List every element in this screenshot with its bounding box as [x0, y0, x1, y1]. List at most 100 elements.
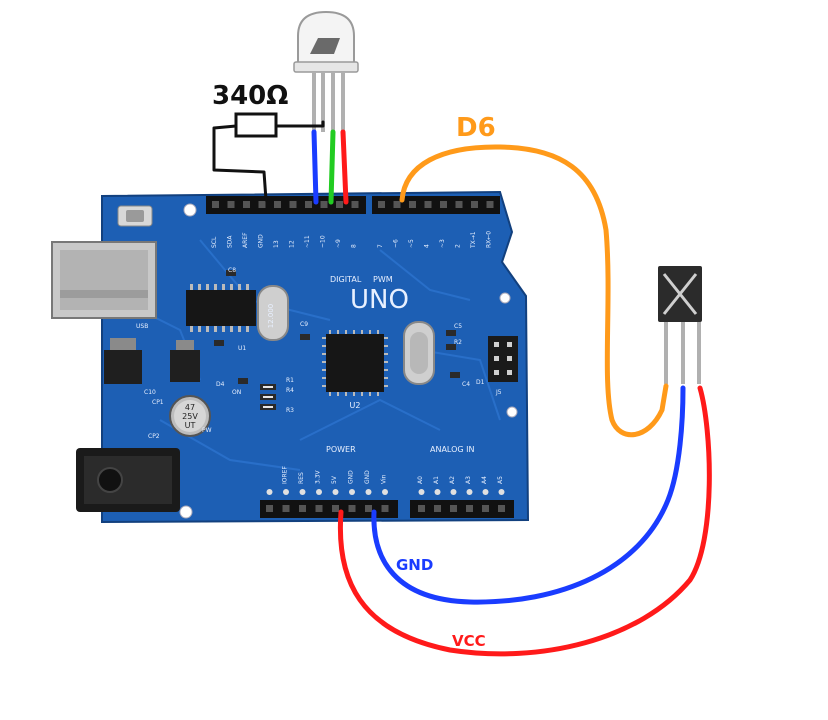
- component-ref-label: C4: [462, 381, 470, 388]
- digital-pin-label: ~3: [439, 239, 446, 248]
- power-header: [260, 500, 398, 518]
- header-pin: [409, 201, 416, 208]
- pwm-section-label: PWM: [373, 275, 393, 284]
- dc-power-jack: [76, 448, 180, 512]
- component-ref-label: USB: [136, 323, 148, 330]
- analog-header: [410, 500, 514, 518]
- crystal-oscillator: 12.000: [257, 285, 289, 341]
- power-pin-label: RES: [298, 472, 305, 484]
- digital-pin-label: 7: [377, 244, 384, 248]
- green-led-wire: [328, 129, 336, 205]
- voltage-regulator: [104, 350, 142, 384]
- blue-ground-wire: [371, 385, 686, 605]
- component-ref-label: R3: [286, 407, 294, 414]
- digital-header: [206, 196, 500, 214]
- electrolytic-capacitor: 47 25V UT: [169, 395, 211, 437]
- resistor: [212, 112, 325, 202]
- digital-pin-label: 13: [273, 240, 280, 248]
- component-ref-label: D4: [216, 381, 225, 388]
- arduino-uno-board: 12.000 U2 47 25V UT: [51, 190, 530, 524]
- analog-section-label: ANALOG IN: [430, 445, 475, 454]
- cap-text-1: 47: [185, 403, 195, 412]
- power-pin-label: 5V: [331, 475, 338, 484]
- power-header-pin: [365, 505, 372, 512]
- digital-pin-label: ~9: [335, 239, 342, 248]
- mcu-label: U2: [350, 401, 361, 410]
- digital-pin-label: TX→1: [470, 231, 477, 249]
- header-pin: [351, 201, 359, 208]
- analog-pin-label: A3: [465, 476, 472, 484]
- orange-signal-wire: [399, 144, 669, 438]
- power-pin-label: 3.3V: [315, 469, 322, 484]
- digital-pin-label: ~5: [408, 239, 415, 248]
- power-pin-label: Vin: [381, 474, 388, 484]
- header-pin: [320, 201, 328, 208]
- usb-connector: [51, 241, 157, 319]
- analog-header-pin: [482, 505, 489, 512]
- digital-pin-label: 12: [289, 240, 296, 248]
- digital-pin-label: SCL: [211, 236, 218, 248]
- digital-pin-label: AREF: [242, 232, 249, 248]
- header-pin: [336, 201, 343, 208]
- resistor-label: 340Ω: [212, 81, 288, 111]
- component-ref-label: R4: [286, 387, 294, 394]
- power-pin-label: GND: [348, 470, 355, 484]
- component-ref-label: PW: [202, 427, 212, 434]
- header-pin: [274, 201, 281, 208]
- analog-pin-label: A0: [417, 476, 424, 484]
- voltage-regulator-2: [170, 350, 200, 382]
- component-ref-label: D1: [476, 379, 485, 386]
- header-pin: [455, 201, 463, 208]
- digital-pin-label: ~6: [393, 239, 400, 248]
- analog-pin-label: A1: [433, 476, 440, 484]
- digital-pin-label: 2: [455, 244, 462, 248]
- component-ref-label: C8: [228, 267, 236, 274]
- component-ref-label: R1: [286, 377, 294, 384]
- power-header-pin: [299, 505, 306, 512]
- digital-pin-label: GND: [258, 234, 265, 248]
- header-pin: [289, 201, 297, 208]
- power-header-pin: [315, 505, 323, 512]
- header-pin: [378, 201, 385, 208]
- blue-led-wire: [311, 129, 319, 205]
- power-header-pin: [282, 505, 290, 512]
- crystal-label: 12.000: [267, 304, 275, 329]
- analog-header-pin: [418, 505, 425, 512]
- analog-pin-label: A5: [497, 476, 504, 484]
- analog-header-pin: [498, 505, 505, 512]
- header-pin: [212, 201, 219, 208]
- component-ref-label: J5: [495, 389, 502, 396]
- analog-pin-label: A4: [481, 476, 488, 484]
- usb-serial-chip: [186, 284, 256, 332]
- microcontroller-chip: U2: [322, 330, 388, 410]
- component-ref-label: R2: [454, 339, 462, 346]
- red-led-wire: [340, 129, 349, 205]
- analog-header-pin: [450, 505, 457, 512]
- header-pin: [440, 201, 447, 208]
- power-header-pin: [381, 505, 389, 512]
- gnd-label: GND: [396, 556, 433, 574]
- cap-text-3: UT: [185, 421, 196, 430]
- rgb-led: [293, 10, 359, 132]
- header-pin: [471, 201, 478, 208]
- digital-pin-label: 4: [424, 244, 431, 248]
- power-header-pin: [348, 505, 356, 512]
- cap-text-2: 25V: [182, 412, 198, 421]
- power-pin-label: GND: [364, 470, 371, 484]
- header-pin: [227, 201, 235, 208]
- component-ref-label: C5: [454, 323, 462, 330]
- red-vcc-wire: [337, 385, 712, 657]
- digital-section-label: DIGITAL: [330, 275, 362, 284]
- digital-pin-label: SDA: [227, 235, 234, 248]
- analog-header-pin: [466, 505, 473, 512]
- header-pin: [243, 201, 250, 208]
- d6-label: D6: [456, 113, 496, 143]
- header-pin: [258, 201, 266, 208]
- power-header-pin: [332, 505, 339, 512]
- ground-wire-resistor: [212, 124, 268, 202]
